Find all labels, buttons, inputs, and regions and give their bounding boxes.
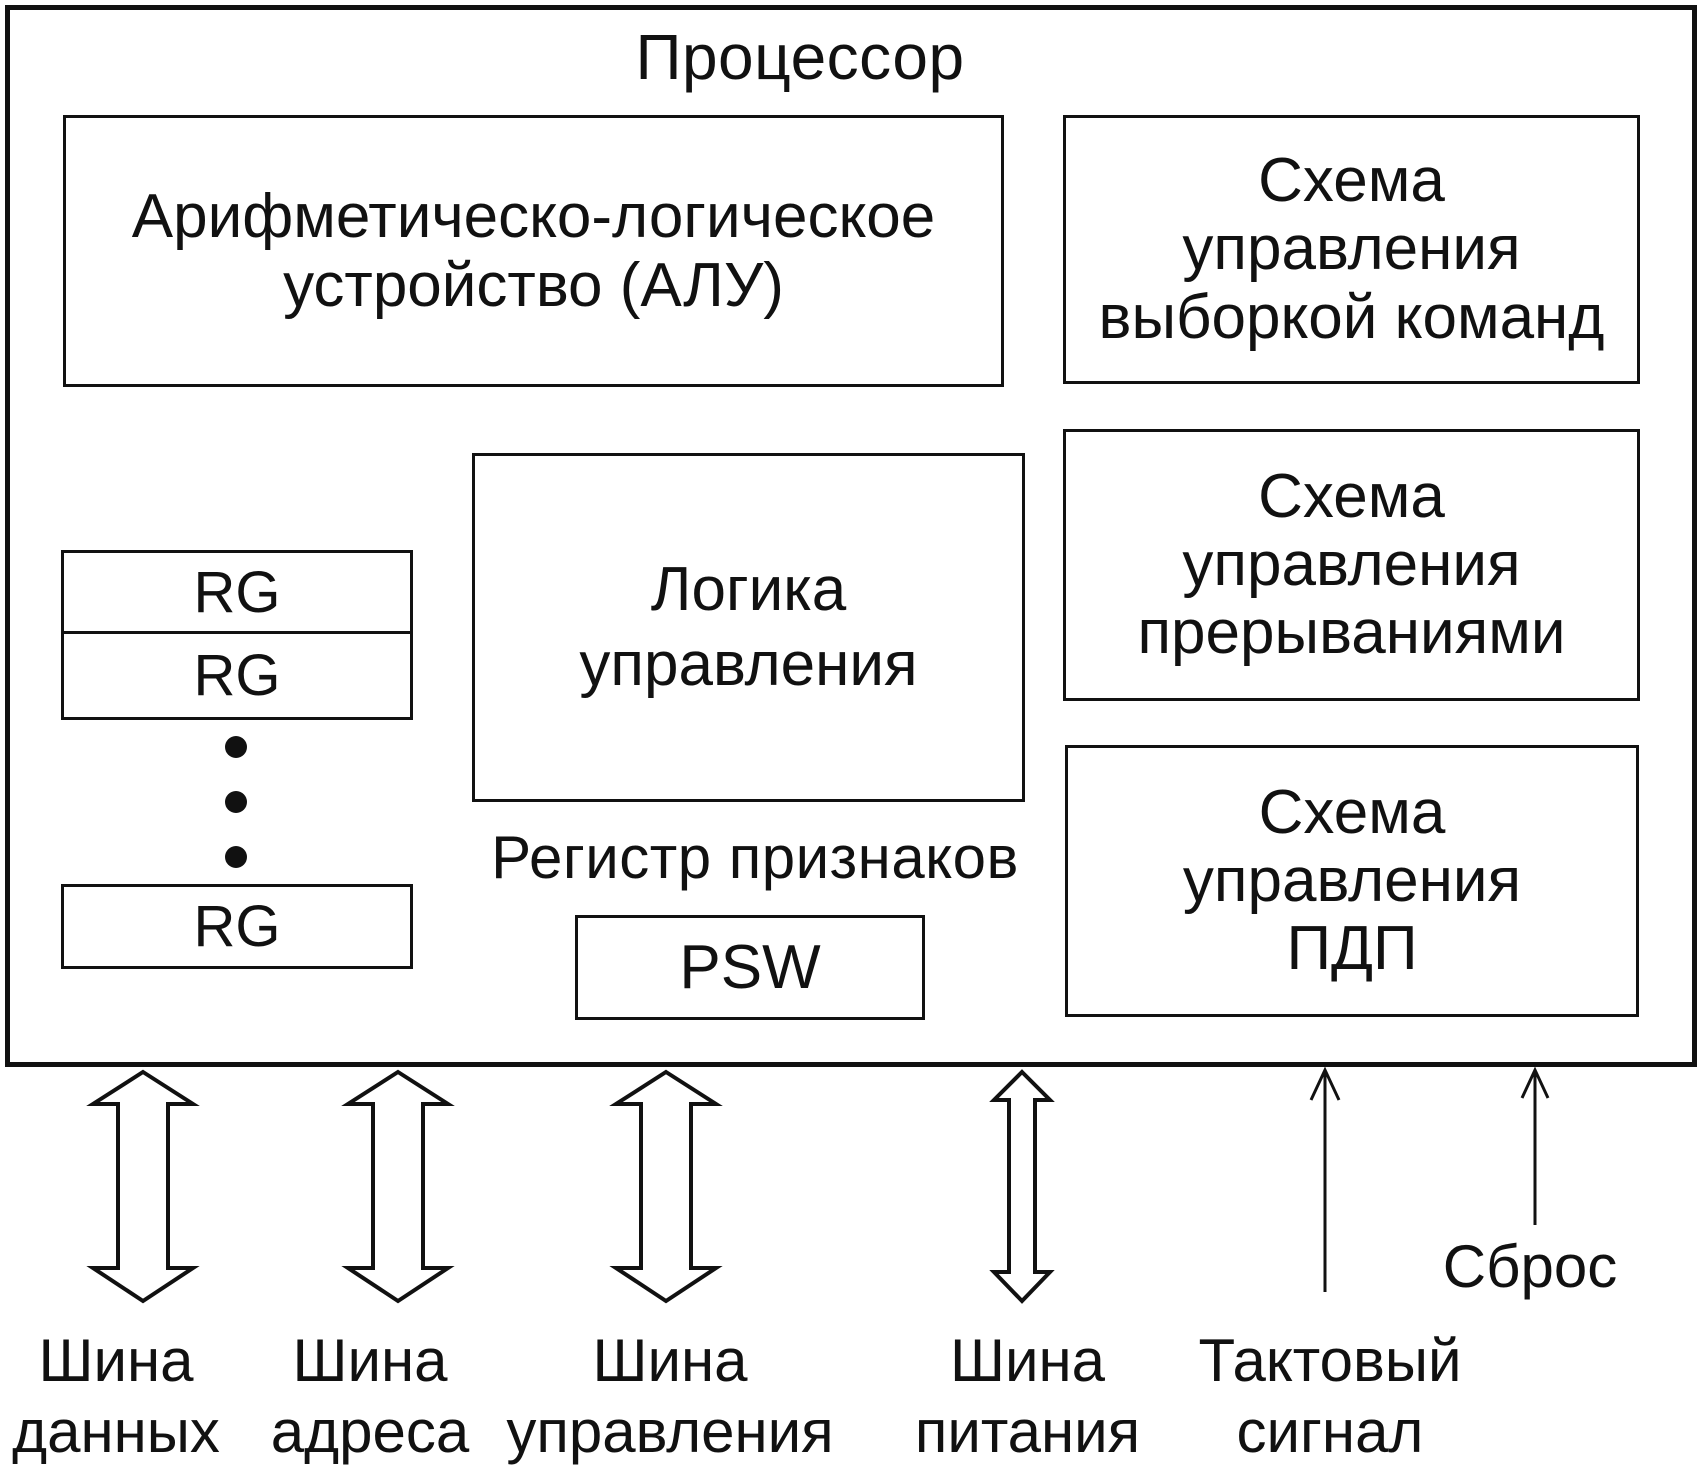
dma-control-line1: Схема <box>1258 777 1446 847</box>
interrupt-control-block: Схема управления прерываниями <box>1063 429 1640 701</box>
alu-block: Арифметическо-логическое устройство (АЛУ… <box>63 115 1004 387</box>
register-rg: RG <box>61 550 413 634</box>
dma-control-line3: ПДП <box>1286 914 1418 984</box>
ellipsis-dot <box>225 736 247 758</box>
dma-control-block: Схема управления ПДП <box>1065 745 1639 1017</box>
data-bus-arrow <box>86 1069 200 1304</box>
power-bus-arrow <box>989 1069 1055 1304</box>
register-rg: RG <box>61 884 413 969</box>
fetch-control-line3: выборкой команд <box>1098 282 1605 352</box>
interrupt-control-line2: управления <box>1182 529 1521 599</box>
control-logic-line1: Логика <box>650 555 847 625</box>
address-bus-arrow <box>341 1069 455 1304</box>
psw-register: PSW <box>575 915 925 1020</box>
interrupt-control-line1: Схема <box>1258 461 1445 531</box>
reset-label: Сброс <box>1442 1233 1618 1300</box>
fetch-control-line2: управления <box>1182 214 1521 284</box>
alu-line1: Арифметическо-логическое <box>131 181 936 251</box>
dma-control-line2: управления <box>1182 845 1522 915</box>
register-rg: RG <box>61 631 413 720</box>
alu-line2: устройство (АЛУ) <box>283 251 784 320</box>
reset-arrow-head <box>1520 1066 1550 1099</box>
address-bus-label: Шина адреса <box>270 1327 470 1465</box>
control-logic-block: Логика управления <box>472 453 1025 802</box>
fetch-control-line1: Схема <box>1258 146 1445 216</box>
power-bus-label: Шина питания <box>914 1327 1141 1465</box>
clock-signal-label: Тактовый сигнал <box>1198 1327 1462 1465</box>
fetch-control-block: Схема управления выборкой команд <box>1063 115 1640 384</box>
interrupt-control-line3: прерываниями <box>1137 598 1566 668</box>
processor-title: Процессор <box>635 21 965 93</box>
ellipsis-dot <box>225 846 247 868</box>
control-bus-arrow <box>609 1069 723 1304</box>
clock-arrow-head <box>1309 1066 1341 1101</box>
data-bus-label: Шина данных <box>12 1327 220 1465</box>
control-bus-label: Шина управления <box>506 1327 834 1465</box>
flags-register-label: Регистр признаков <box>491 824 1019 891</box>
control-logic-line2: управления <box>579 629 918 699</box>
ellipsis-dot <box>225 791 247 813</box>
